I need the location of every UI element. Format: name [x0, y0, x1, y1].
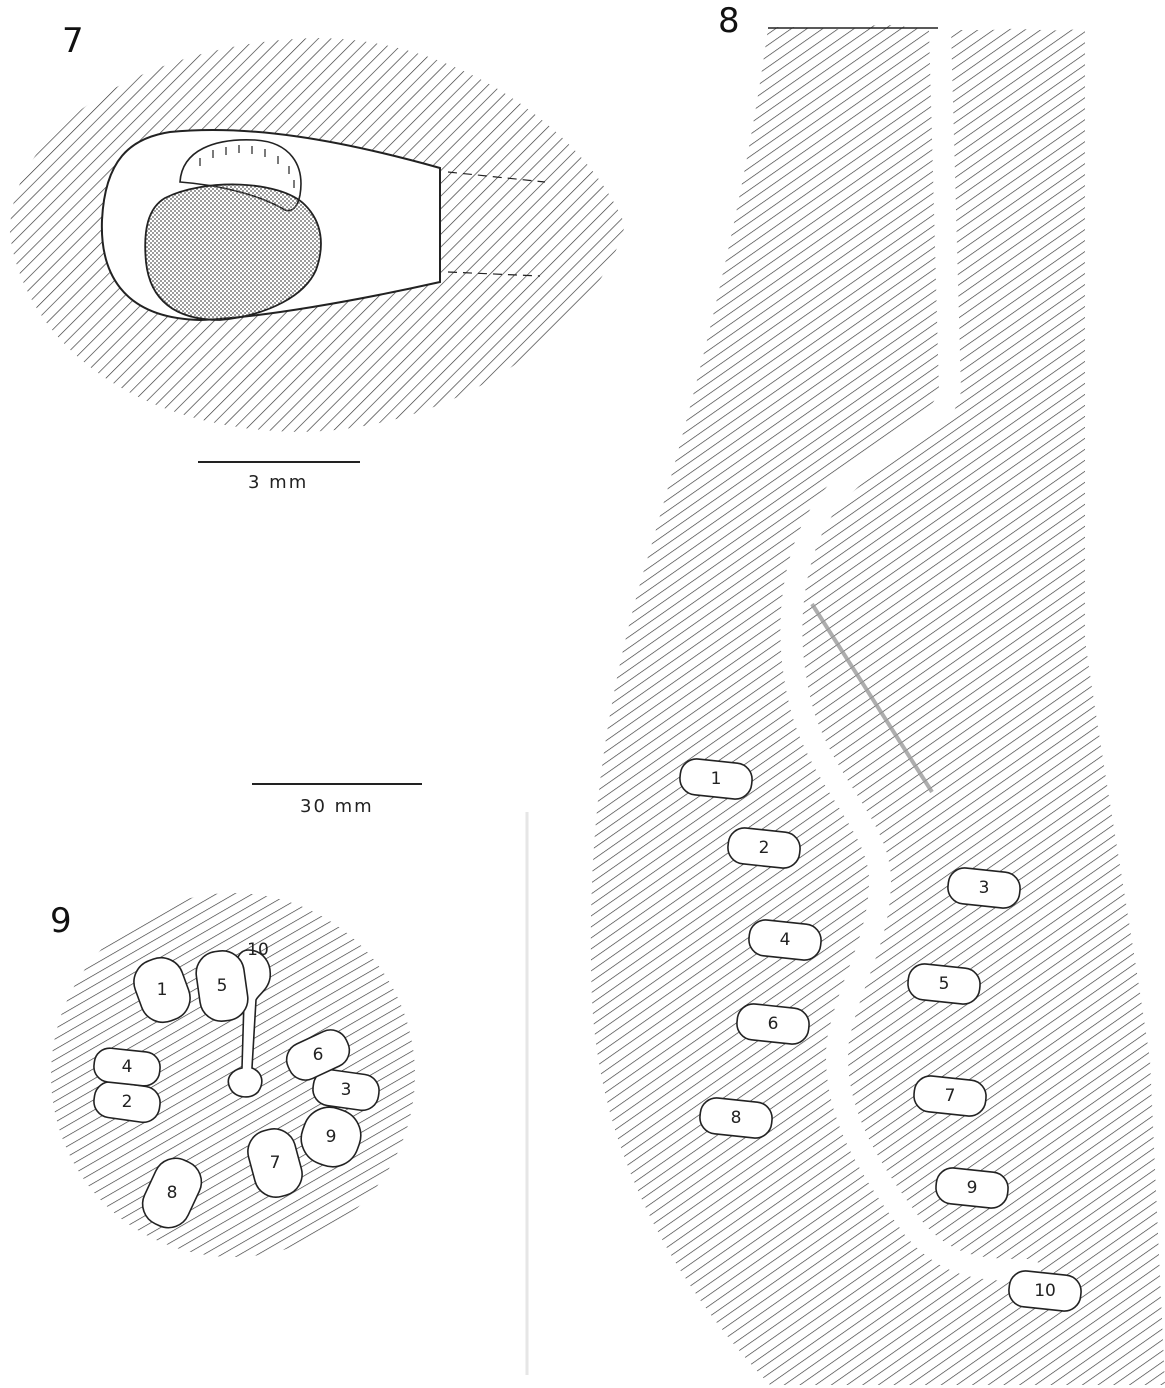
- fig9-pit-label: 4: [122, 1057, 133, 1077]
- fig8-pit-label: 2: [759, 838, 770, 858]
- figure-8: 8 1 2 3 4 5 6 7 8 9 10: [591, 1, 1165, 1385]
- shared-scale: 30 mm: [252, 784, 422, 817]
- figure-7: 7 3 mm: [10, 21, 625, 493]
- fig8-pit-3: 3: [946, 866, 1021, 909]
- fig8-pit-9: 9: [934, 1166, 1009, 1209]
- fig8-pit-label: 5: [939, 974, 950, 994]
- fig8-pit-label: 3: [979, 878, 990, 898]
- fig8-pit-10: 10: [1007, 1269, 1082, 1312]
- figure-8-number: 8: [718, 1, 740, 41]
- fig8-pit-label: 10: [1034, 1281, 1056, 1301]
- fig8-pit-label: 6: [768, 1014, 779, 1034]
- fig8-pit-4: 4: [747, 918, 822, 961]
- fig8-pit-8: 8: [698, 1096, 773, 1139]
- fig9-pit-label: 2: [122, 1092, 133, 1112]
- fig9-pit-label: 8: [167, 1183, 178, 1203]
- fig9-pit-label-10: 10: [247, 940, 269, 960]
- figure-9-number: 9: [50, 901, 72, 941]
- shared-scale-label: 30 mm: [300, 796, 374, 817]
- fig9-pit-label: 1: [157, 980, 168, 1000]
- fig9-pit-4: 4: [92, 1047, 161, 1088]
- fig8-pit-1: 1: [678, 757, 753, 800]
- figure-9: 9 1 2 3 4 5 6 7 8 9 10: [50, 893, 415, 1257]
- fig8-pit-7: 7: [912, 1074, 987, 1117]
- fig8-pit-label: 8: [731, 1108, 742, 1128]
- fig8-pit-5: 5: [906, 962, 981, 1005]
- fig9-pit-label: 7: [270, 1153, 281, 1173]
- fig8-pit-label: 1: [711, 769, 722, 789]
- fig8-pit-6: 6: [735, 1002, 810, 1045]
- fig9-pit-label: 9: [326, 1127, 337, 1147]
- fig8-pit-label: 7: [945, 1086, 956, 1106]
- fig9-pit-label: 6: [313, 1045, 324, 1065]
- figure-7-number: 7: [62, 21, 84, 61]
- fig9-pit-label: 3: [341, 1080, 352, 1100]
- fig8-pit-label: 9: [967, 1178, 978, 1198]
- figure-7-scale-label: 3 mm: [248, 472, 308, 493]
- fig8-pit-label: 4: [780, 930, 791, 950]
- fig9-pit-label: 5: [217, 976, 228, 996]
- fig8-pit-2: 2: [726, 826, 801, 869]
